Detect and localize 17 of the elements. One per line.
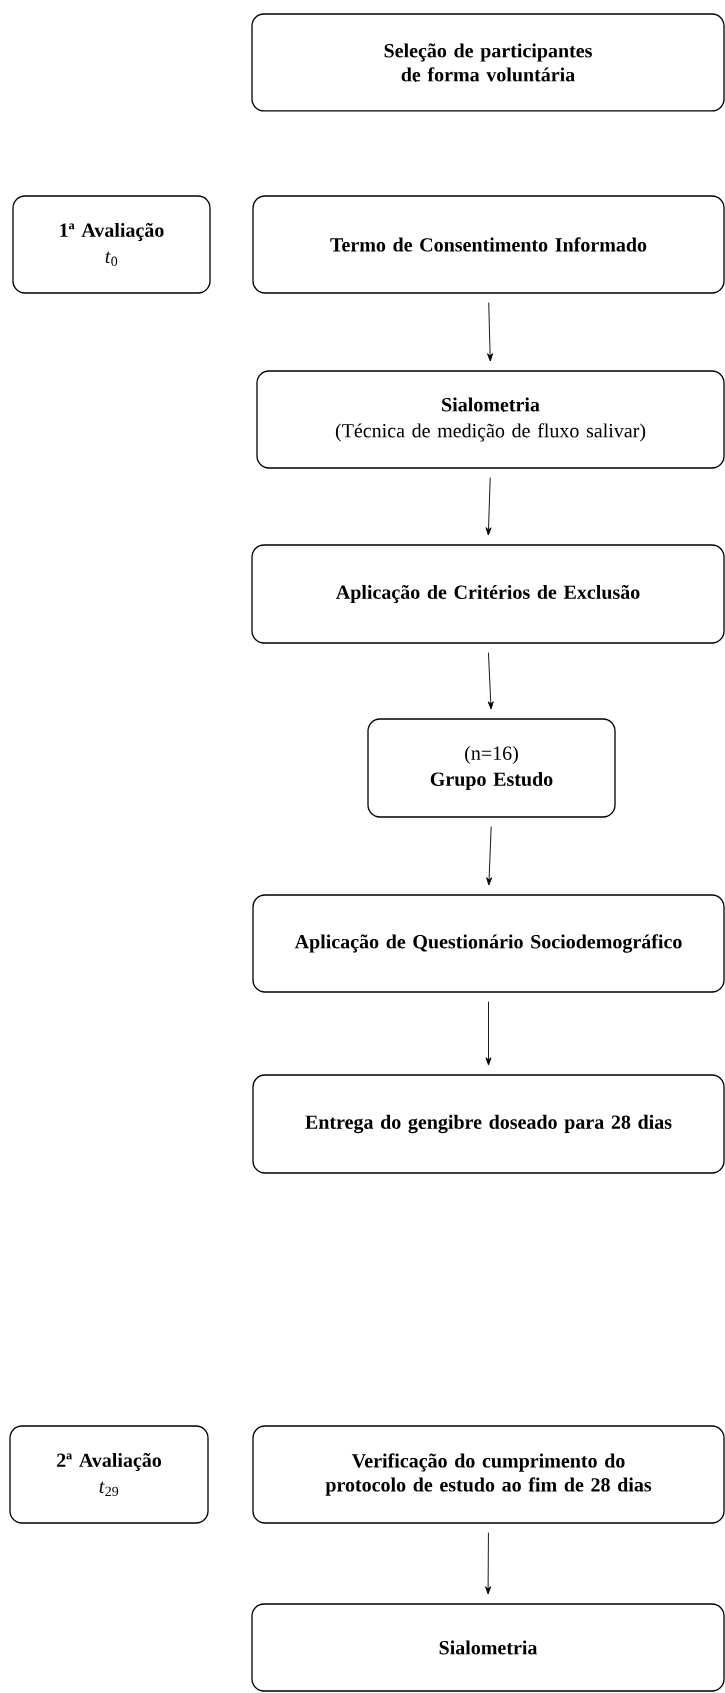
arrow (487, 652, 494, 710)
process-box: Seleção de participantes de forma voluntária (251, 13, 725, 112)
process-box: Verificação do cumprimento do protocolo de estudo ao fim de 28 dias (252, 1425, 725, 1524)
stage-box: 1ª Avaliação t$_{0}$ (12, 195, 211, 294)
arrow (485, 477, 492, 536)
arrow (485, 1532, 492, 1595)
process-box: Termo de Consentimento Informado (252, 195, 725, 294)
arrow (486, 826, 493, 886)
arrow (487, 302, 494, 362)
arrow (485, 1001, 492, 1066)
process-box: Aplicação de Questionário Sociodemográfico (252, 894, 725, 993)
stage-box: 2ª Avaliação t$_{29}$ (9, 1425, 209, 1524)
process-box: Entrega do gengibre doseado para 28 dias (252, 1074, 725, 1174)
process-box: Sialometria (Técnica de medição de fluxo salivar) (256, 370, 725, 469)
process-box: (n=16) Grupo Estudo (367, 718, 616, 818)
process-box: Sialometria (251, 1603, 725, 1692)
process-box: Aplicação de Critérios de Exclusão (251, 544, 725, 644)
